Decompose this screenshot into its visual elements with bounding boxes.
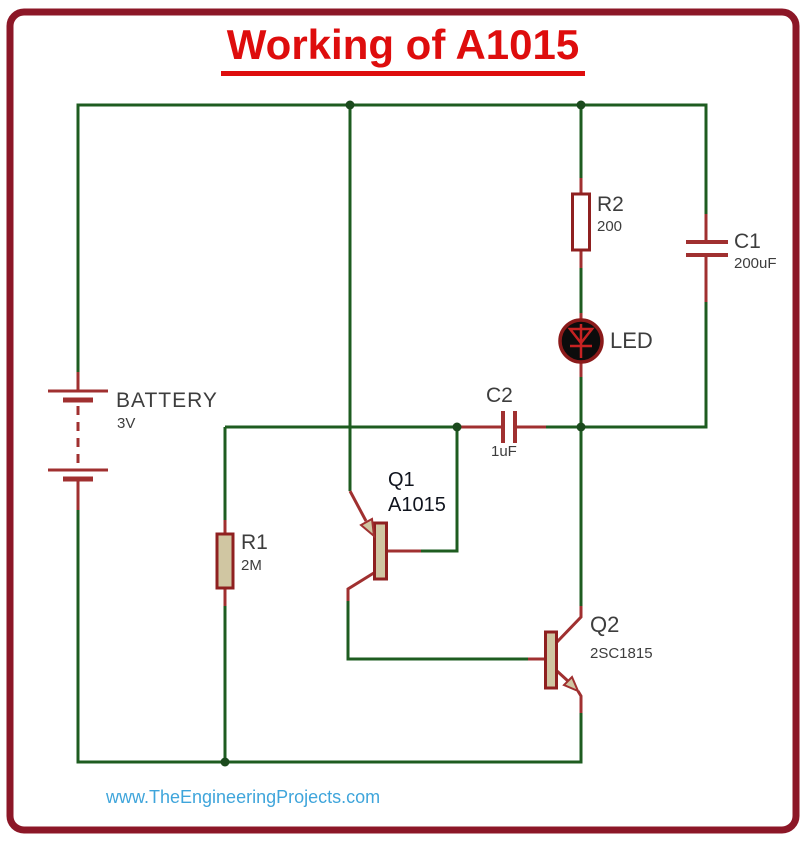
q1-value: A1015 [388, 494, 446, 516]
transistor-q1-symbol [359, 517, 388, 581]
q2-emitter-arrow [562, 675, 580, 693]
diagram-title: Working of A1015 [220, 21, 586, 77]
capacitor-c1-symbol [686, 240, 728, 257]
frame-border [6, 8, 800, 834]
wire-bottom-rail [76, 510, 583, 764]
junction-dot [345, 100, 355, 110]
c1-value: 200uF [734, 255, 777, 272]
lead-q2-emitter [555, 669, 571, 684]
wire-q1-collector-q2-base [346, 600, 528, 661]
watermark-url: www.TheEngineeringProjects.com [106, 787, 381, 807]
wire-top-rail [76, 103, 708, 372]
battery-value: 3V [117, 415, 136, 432]
lead-q1-emitter [348, 490, 368, 522]
q1-emitter-arrow [359, 517, 376, 539]
component-leads [76, 178, 708, 713]
junction-dot [576, 422, 586, 432]
led-anode-triangle [567, 327, 595, 346]
r1-value: 2M [241, 557, 262, 574]
led-label: LED [610, 328, 653, 353]
transistor-q2-symbol [544, 630, 580, 693]
wire-junction-to-c1 [581, 302, 708, 429]
lead-q1-collector [346, 569, 378, 601]
c2-value: 1uF [491, 443, 517, 460]
battery-label: BATTERY [116, 389, 218, 412]
junction-dot [220, 757, 230, 767]
r2-value: 200 [597, 218, 623, 235]
junction-dot [576, 100, 586, 110]
lead-q2-emitter-out [576, 690, 583, 713]
q1-label: Q1 [388, 469, 415, 491]
resistor-r2-body [571, 192, 591, 252]
resistor-r1-body [215, 532, 235, 590]
q1-base-bar [373, 521, 388, 581]
q2-base-bar [544, 630, 558, 690]
junction-dots [220, 100, 586, 767]
q2-value: 2SC1815 [590, 645, 653, 662]
capacitor-c2-symbol [501, 411, 517, 443]
c2-label: C2 [486, 384, 513, 407]
battery-symbol [48, 389, 108, 482]
c1-label: C1 [734, 230, 761, 253]
wire-q1-base [421, 427, 459, 553]
lead-q2-collector [555, 606, 583, 644]
r2-label: R2 [597, 193, 624, 216]
led-symbol [558, 318, 604, 364]
junction-dot [452, 422, 462, 432]
title-bar: Working of A1015 [0, 21, 806, 77]
r1-label: R1 [241, 531, 268, 554]
wires [76, 103, 708, 764]
q2-label: Q2 [590, 612, 620, 637]
